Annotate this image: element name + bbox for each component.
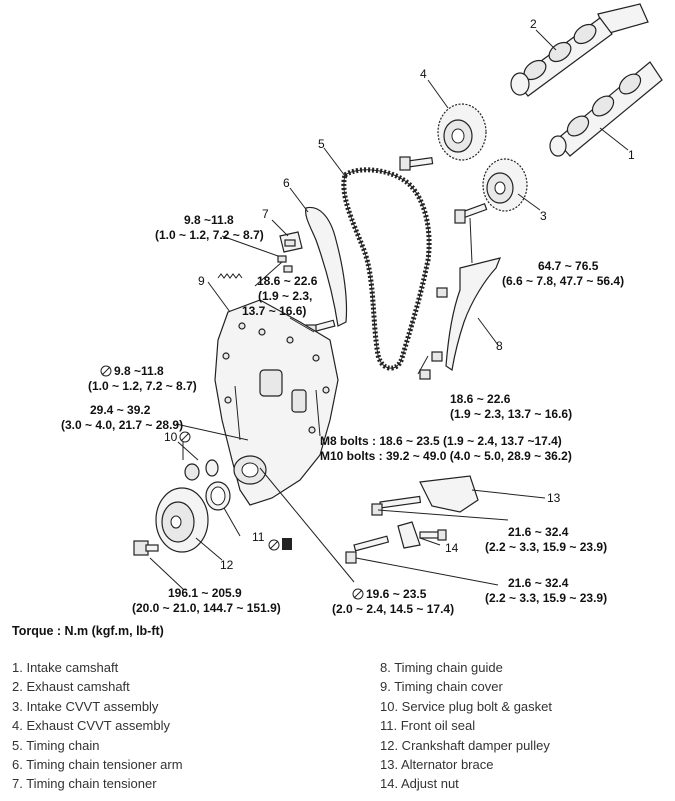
intake-cvvt-sprocket [482, 158, 528, 212]
guide-bolts [419, 287, 448, 380]
torque-nut-line1: 21.6 ~ 32.4 [508, 576, 569, 590]
torque-pulley-line1: 196.1 ~ 205.9 [168, 586, 242, 600]
callout-11: 11 [252, 530, 265, 544]
tensioner-spring [217, 273, 243, 279]
torque-m8-bolts: M8 bolts : 18.6 ~ 23.5 (1.9 ~ 2.4, 13.7 … [320, 434, 562, 448]
torque-cover-line1: 9.8 ~11.8 [114, 364, 164, 378]
torque-m10-bolts: M10 bolts : 39.2 ~ 49.0 (4.0 ~ 5.0, 28.9… [320, 449, 572, 463]
no-reuse-icon [268, 538, 292, 551]
alternator-brace [371, 475, 479, 516]
timing-chain-tensioner [279, 231, 303, 253]
torque-cvvt-line2: (6.6 ~ 7.8, 47.7 ~ 56.4) [502, 274, 624, 288]
torque-plug-line2: (3.0 ~ 4.0, 21.7 ~ 28.9) [61, 418, 183, 432]
legend-item: 6. Timing chain tensioner arm [12, 757, 183, 773]
torque-guide-line2: (1.9 ~ 2.3, 13.7 ~ 16.6) [450, 407, 572, 421]
torque-tensioner-line1: 9.8 ~11.8 [184, 213, 234, 227]
legend-item: 5. Timing chain [12, 737, 100, 753]
torque-brace-line1: 21.6 ~ 32.4 [508, 525, 569, 539]
timing-chain-exploded-diagram: 2 1 4 3 5 6 7 9 8 10 11 12 13 14 9.8 ~11… [61, 3, 663, 616]
callout-9: 9 [198, 274, 205, 288]
no-reuse-icon [352, 588, 364, 600]
service-plug-bolt [184, 459, 219, 481]
torque-nut-line2: (2.2 ~ 3.3, 15.9 ~ 23.9) [485, 591, 607, 605]
torque-seal-line2: (2.0 ~ 2.4, 14.5 ~ 17.4) [332, 602, 454, 616]
legend-item: 8. Timing chain guide [380, 660, 503, 675]
callout-10: 10 [164, 430, 178, 444]
callout-3: 3 [540, 209, 547, 223]
callout-6: 6 [283, 176, 290, 190]
legend-item: 10. Service plug bolt & gasket [380, 698, 552, 714]
legend-item: 12. Crankshaft damper pulley [380, 737, 550, 753]
callout-5: 5 [318, 137, 325, 151]
torque-cover-line2: (1.0 ~ 1.2, 7.2 ~ 8.7) [88, 379, 197, 393]
timing-chain [341, 167, 432, 371]
callout-1: 1 [628, 148, 635, 162]
torque-tensioner-line2: (1.0 ~ 1.2, 7.2 ~ 8.7) [155, 228, 264, 242]
torque-pulley-line2: (20.0 ~ 21.0, 144.7 ~ 151.9) [132, 601, 281, 615]
callout-4: 4 [420, 67, 427, 81]
torque-seal-line1: 19.6 ~ 23.5 [366, 587, 427, 601]
crankshaft-damper-pulley [155, 487, 209, 553]
exhaust-camshaft [510, 3, 649, 97]
legend-column-left: 1. Intake camshaft 2. Exhaust camshaft 3… [12, 658, 183, 794]
legend-item: 7. Timing chain tensioner [12, 776, 157, 792]
cvvt-bolt-intake [454, 203, 488, 224]
legend-item: 9. Timing chain cover [380, 679, 503, 695]
legend-item: 4. Exhaust CVVT assembly [12, 718, 170, 734]
pulley-bolt [133, 540, 159, 556]
callout-2: 2 [530, 17, 537, 31]
intake-camshaft [549, 61, 663, 157]
legend-item: 13. Alternator brace [380, 757, 494, 773]
legend-item: 3. Intake CVVT assembly [12, 698, 159, 714]
torque-guide-line1: 18.6 ~ 22.6 [450, 392, 511, 406]
exhaust-cvvt-sprocket [437, 103, 487, 161]
torque-unit-note: Torque : N.m (kgf.m, lb-ft) [12, 624, 164, 638]
no-reuse-icon [179, 431, 191, 443]
legend-item: 14. Adjust nut [380, 776, 459, 792]
legend-item: 11. Front oil seal [380, 718, 476, 734]
front-oil-seal [205, 481, 231, 511]
callout-8: 8 [496, 339, 503, 353]
no-reuse-icon [100, 365, 112, 377]
legend-column-right: 8. Timing chain guide 9. Timing chain co… [380, 658, 552, 794]
legend-item: 1. Intake camshaft [12, 660, 119, 675]
tensioner-arm [305, 206, 348, 327]
timing-chain-guide [445, 257, 501, 372]
callout-13: 13 [547, 491, 561, 505]
torque-arm-line2: (1.9 ~ 2.3, [258, 289, 312, 303]
torque-brace-line2: (2.2 ~ 3.3, 15.9 ~ 23.9) [485, 540, 607, 554]
torque-cvvt-line1: 64.7 ~ 76.5 [538, 259, 599, 273]
callout-14: 14 [445, 541, 459, 555]
leader-lines [149, 29, 629, 591]
torque-arm-line3: 13.7 ~ 16.6) [242, 304, 306, 318]
torque-plug-line1: 29.4 ~ 39.2 [90, 403, 151, 417]
callout-12: 12 [220, 558, 234, 572]
adjust-nut [345, 521, 447, 564]
callout-7: 7 [262, 207, 269, 221]
legend-item: 2. Exhaust camshaft [12, 679, 130, 695]
timing-chain-cover [214, 299, 339, 506]
torque-arm-line1: 18.6 ~ 22.6 [257, 274, 318, 288]
cvvt-bolt-exhaust [399, 156, 434, 171]
